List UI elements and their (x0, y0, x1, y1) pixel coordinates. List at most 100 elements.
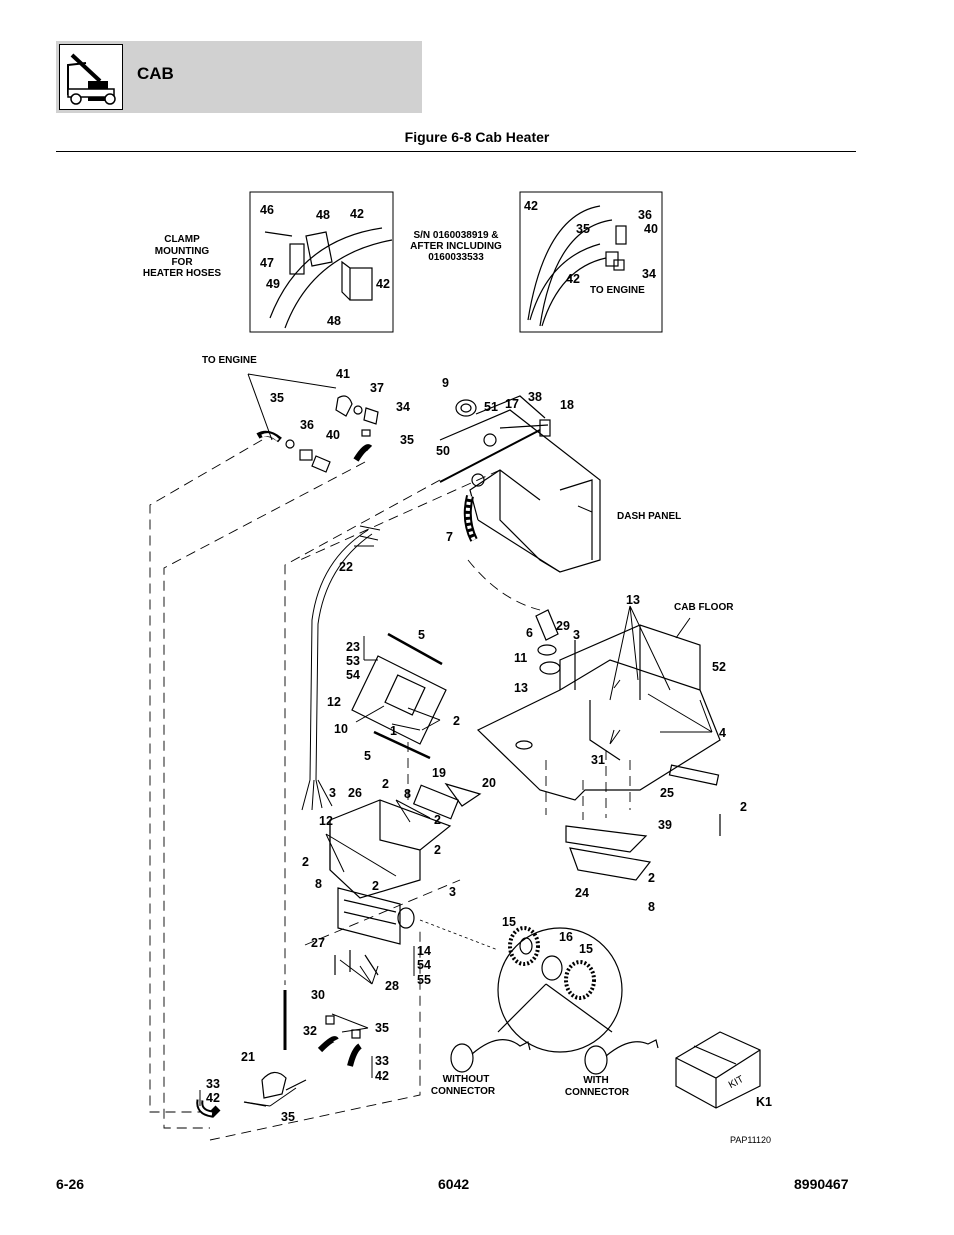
dash-panel-art (439, 395, 601, 573)
callout-36: 36 (300, 418, 314, 432)
blower-wheels-art (508, 926, 596, 1000)
leader-lines (199, 373, 713, 1107)
callout-47: 47 (260, 256, 274, 270)
telehandler-icon (59, 44, 123, 110)
callout-49: 49 (266, 277, 280, 291)
callout-55: 55 (417, 973, 431, 987)
callout-11: 11 (514, 651, 527, 665)
without-connector-line-2: CONNECTOR (431, 1086, 496, 1097)
callout-42: 42 (376, 277, 390, 291)
model-number: 6042 (438, 1176, 470, 1192)
callout-35: 35 (400, 433, 414, 447)
callout-8: 8 (648, 900, 655, 914)
engine-hoses-art (527, 205, 627, 327)
section-title: CAB (137, 64, 174, 83)
to-engine-main-label: TO ENGINE (202, 355, 257, 366)
callout-34: 34 (642, 267, 656, 281)
callout-2: 2 (453, 714, 460, 728)
blower-detail-circle (497, 927, 623, 1053)
callout-54: 54 (417, 958, 431, 972)
serial-note-line-1: S/N 0160038919 & (413, 230, 498, 241)
callout-8: 8 (315, 877, 322, 891)
callout-21: 21 (241, 1050, 255, 1064)
page-number: 6-26 (56, 1176, 85, 1192)
lower-hoses-art (196, 950, 379, 1118)
kit-box-art (675, 1031, 761, 1109)
clamp-caption-line-1: CLAMP (164, 234, 200, 245)
callout-3: 3 (449, 885, 456, 899)
callout-48: 48 (316, 208, 330, 222)
serial-note-line-2: AFTER INCLUDING (410, 241, 502, 252)
wiring-harness-art (301, 525, 381, 811)
callout-53: 53 (346, 654, 360, 668)
callout-2: 2 (434, 813, 441, 827)
callout-35: 35 (375, 1021, 389, 1035)
callout-35: 35 (576, 222, 590, 236)
callout-39: 39 (658, 818, 672, 832)
callout-28: 28 (385, 979, 399, 993)
callout-33: 33 (375, 1054, 389, 1068)
with-connector-line-2: CONNECTOR (565, 1087, 630, 1098)
callout-42: 42 (566, 272, 580, 286)
callout-15: 15 (502, 915, 516, 929)
heater-cover-art (351, 632, 447, 760)
to-engine-inset-label: TO ENGINE (590, 285, 645, 296)
callout-15: 15 (579, 942, 593, 956)
callout-17: 17 (505, 397, 519, 411)
drawing-number: PAP11120 (730, 1135, 771, 1145)
heater-hose-fittings-art (256, 395, 379, 473)
callout-40: 40 (326, 428, 340, 442)
callout-1: 1 (390, 724, 397, 738)
callout-40: 40 (644, 222, 658, 236)
callout-13: 13 (626, 593, 640, 607)
callout-35: 35 (270, 391, 284, 405)
callout-41: 41 (336, 367, 350, 381)
blower-motors-art (450, 983, 659, 1075)
callout-2: 2 (648, 871, 655, 885)
inset-clamp-box (249, 191, 394, 333)
callout-42: 42 (206, 1091, 220, 1105)
kit-box-text: KIT (727, 1074, 746, 1091)
callout-52: 52 (712, 660, 726, 674)
callout-51: 51 (484, 400, 498, 414)
callout-8: 8 (404, 787, 411, 801)
callout-5: 5 (418, 628, 425, 642)
callout-25: 25 (660, 786, 674, 800)
callout-46: 46 (260, 203, 274, 217)
callout-38: 38 (528, 390, 542, 404)
callout-19: 19 (432, 766, 446, 780)
callout-35: 35 (281, 1110, 295, 1124)
callout-31: 31 (591, 753, 605, 767)
callout-32: 32 (303, 1024, 317, 1038)
callout-23: 23 (346, 640, 360, 654)
callout-42: 42 (375, 1069, 389, 1083)
manual-number: 8990467 (794, 1176, 849, 1192)
callout-6: 6 (526, 626, 533, 640)
clamp-caption-line-4: HEATER HOSES (143, 268, 221, 279)
callout-4: 4 (719, 726, 726, 740)
heater-box-art (329, 782, 482, 899)
callout-13: 13 (514, 681, 528, 695)
callout-26: 26 (348, 786, 362, 800)
callout-2: 2 (372, 879, 379, 893)
heater-core-art (337, 887, 415, 945)
without-connector-line-1: WITHOUT (443, 1074, 490, 1085)
dash-panel-label: DASH PANEL (617, 511, 681, 522)
with-connector-line-1: WITH (583, 1075, 609, 1086)
clamp-hoses-art (264, 227, 393, 329)
callout-16: 16 (559, 930, 573, 944)
clamp-caption-line-2: MOUNTING (155, 246, 210, 257)
callout-36: 36 (638, 208, 652, 222)
kit-label: K1 (756, 1095, 772, 1109)
callout-12: 12 (327, 695, 341, 709)
callout-37: 37 (370, 381, 384, 395)
callout-42: 42 (350, 207, 364, 221)
callout-50: 50 (436, 444, 450, 458)
callout-27: 27 (311, 936, 325, 950)
callout-5: 5 (364, 749, 371, 763)
callout-33: 33 (206, 1077, 220, 1091)
callout-3: 3 (573, 628, 580, 642)
callout-2: 2 (382, 777, 389, 791)
callout-10: 10 (334, 722, 348, 736)
callout-30: 30 (311, 988, 325, 1002)
